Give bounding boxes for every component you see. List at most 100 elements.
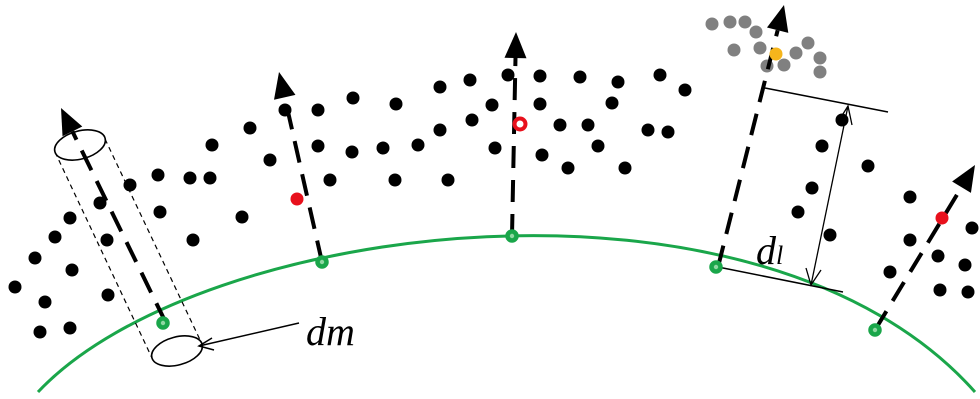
- cloud-point: [311, 139, 325, 153]
- cloud-point: [561, 161, 575, 175]
- faded-point: [813, 65, 827, 79]
- cloud-point: [958, 258, 972, 272]
- arrow-up-icon: [274, 72, 296, 100]
- cloud-point: [323, 173, 337, 187]
- node-center: [319, 259, 325, 265]
- cloud-point: [153, 205, 167, 219]
- cloud-point: [903, 190, 917, 204]
- cloud-point: [823, 228, 837, 242]
- cloud-point: [186, 233, 200, 247]
- cloud-point: [441, 173, 455, 187]
- normal-shaft: [510, 57, 518, 237]
- normal-shaft: [282, 96, 324, 263]
- faded-point: [723, 15, 737, 29]
- cloud-point: [151, 168, 165, 182]
- cloud-point: [8, 280, 22, 294]
- cloud-point: [235, 210, 249, 224]
- cloud-point: [311, 103, 325, 117]
- cloud-point: [805, 181, 819, 195]
- normal-shaft: [70, 130, 168, 324]
- node-center: [509, 233, 515, 239]
- cloud-point: [791, 205, 805, 219]
- normal-shaft: [716, 29, 780, 268]
- faded-point: [813, 51, 827, 65]
- cloud-point: [815, 139, 829, 153]
- normal-vector: [504, 32, 527, 237]
- point-cloud: [8, 68, 979, 339]
- cloud-point: [618, 161, 632, 175]
- node-center: [160, 320, 166, 326]
- cloud-point: [961, 285, 975, 299]
- cloud-point: [123, 178, 137, 192]
- cloud-point: [65, 263, 79, 277]
- cloud-point: [861, 159, 875, 173]
- cloud-point: [678, 83, 692, 97]
- cloud-point: [641, 123, 655, 137]
- cloud-point: [573, 70, 587, 84]
- cloud-point: [535, 148, 549, 162]
- cloud-point: [485, 98, 499, 112]
- cloud-point: [465, 113, 479, 127]
- node-center: [872, 327, 878, 333]
- cloud-point: [28, 251, 42, 265]
- cloud-point: [376, 141, 390, 155]
- dl-label-sub: l: [776, 241, 783, 270]
- cloud-point: [463, 73, 477, 87]
- cloud-point: [346, 91, 360, 105]
- normal-vector: [873, 165, 975, 332]
- cloud-point: [345, 145, 359, 159]
- normal-vector: [274, 72, 324, 263]
- faded-point: [777, 58, 791, 72]
- curve-nodes: [156, 229, 882, 337]
- dl-bracket: [717, 87, 889, 293]
- surface-curve: [36, 234, 977, 394]
- dl-label-main: d: [756, 228, 777, 273]
- cloud-point: [903, 233, 917, 247]
- cloud-point: [883, 265, 897, 279]
- cloud-point: [388, 173, 402, 187]
- dm-label: dm: [306, 309, 355, 354]
- faded-point: [727, 43, 741, 57]
- cloud-point: [33, 325, 47, 339]
- node-center: [713, 264, 719, 270]
- faded-point-cluster: [705, 15, 827, 79]
- dm-label-main: d: [306, 309, 327, 354]
- normal-shaft: [873, 186, 964, 332]
- faded-point: [753, 41, 767, 55]
- faded-point: [705, 17, 719, 31]
- cloud-point: [931, 249, 945, 263]
- arrow-up-icon: [766, 5, 789, 33]
- cloud-point: [553, 118, 567, 132]
- cloud-point: [433, 80, 447, 94]
- highlight-point-red-ring: [512, 116, 528, 132]
- cloud-point: [433, 123, 447, 137]
- normal-vector: [61, 108, 168, 324]
- cloud-point: [605, 96, 619, 110]
- cloud-point: [533, 69, 547, 83]
- dm-label-sub: m: [326, 309, 355, 354]
- highlight-point-red: [290, 192, 304, 206]
- cloud-point: [533, 97, 547, 111]
- cloud-point: [389, 97, 403, 111]
- highlight-point-orange: [769, 47, 783, 61]
- cloud-point: [38, 295, 52, 309]
- dl-label: dl: [756, 228, 783, 273]
- cloud-point: [101, 288, 115, 302]
- cloud-point: [591, 139, 605, 153]
- cloud-point: [100, 233, 114, 247]
- faded-point: [749, 25, 763, 39]
- cloud-point: [581, 118, 595, 132]
- cloud-point: [611, 75, 625, 89]
- arrow-up-icon: [504, 32, 527, 59]
- arrow-up-icon: [61, 108, 83, 137]
- cloud-point: [48, 230, 62, 244]
- cloud-point: [661, 125, 675, 139]
- faded-point: [801, 36, 815, 50]
- arrow-up-icon: [952, 165, 975, 193]
- cloud-point: [63, 211, 77, 225]
- normal-vector: [716, 5, 789, 268]
- highlight-point-red: [935, 211, 949, 225]
- cloud-point: [243, 121, 257, 135]
